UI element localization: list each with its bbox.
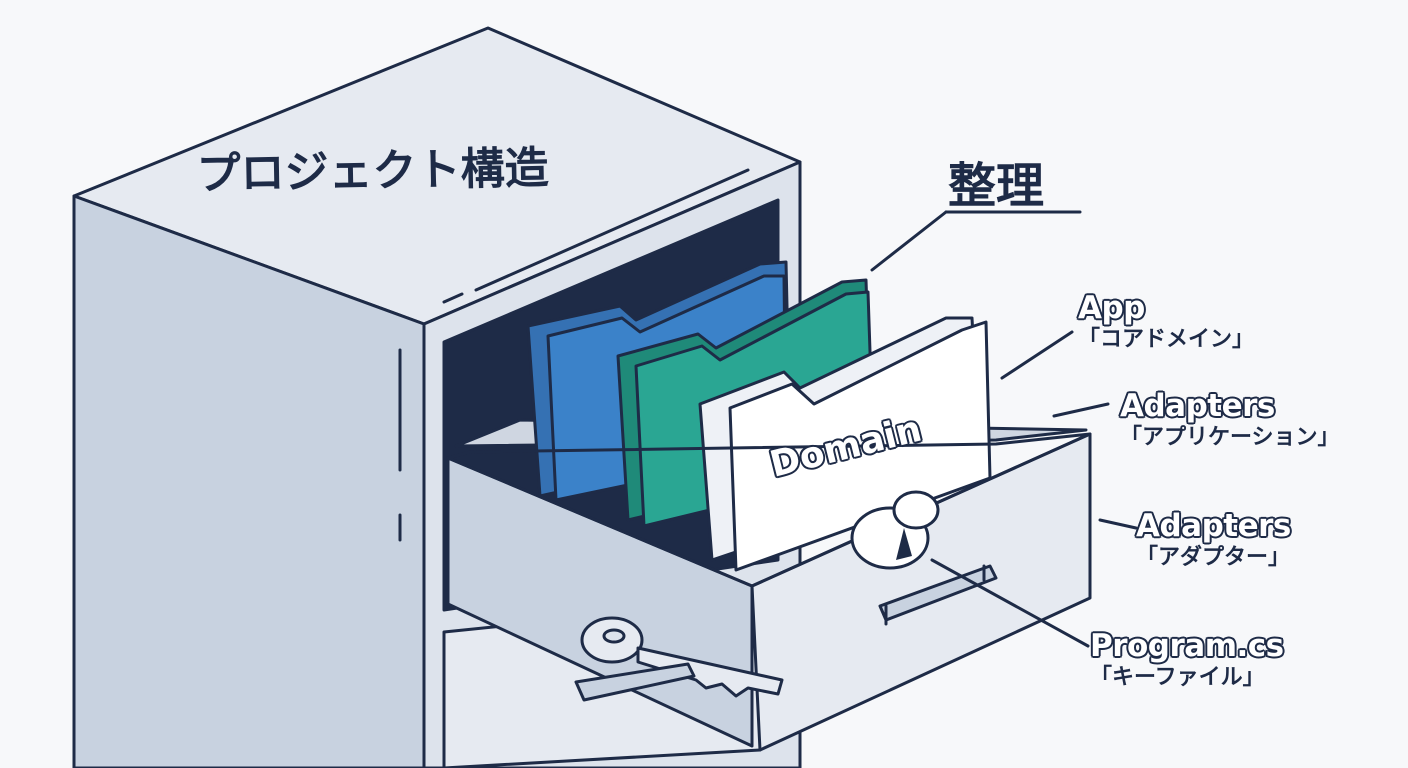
label-program-name: Program.cs [1090,628,1284,664]
label-app-name: App [1078,290,1145,326]
cabinet-title: プロジェクト構造 [196,142,550,200]
label-app: App 「コアドメイン」 [1078,290,1254,354]
label-program-desc: 「キーファイル」 [1090,665,1265,690]
cabinet-side [72,194,426,768]
connector-lines [870,210,1138,648]
label-adapters-name: Adapters [1120,388,1275,424]
label-adapters-desc: 「アプリケーション」 [1120,425,1340,450]
label-adapters-adapter: Adapters 「アダプター」 [1136,508,1291,572]
heading-title: 整理 [948,158,1045,214]
label-program-cs: Program.cs 「キーファイル」 [1090,628,1284,692]
label-app-desc: 「コアドメイン」 [1078,327,1255,352]
label-adapters2-desc: 「アダプター」 [1136,545,1291,570]
lock-icon [850,490,940,570]
label-adapters2-name: Adapters [1136,508,1291,544]
label-adapters-application: Adapters 「アプリケーション」 [1120,388,1340,452]
key-icon [574,616,784,702]
